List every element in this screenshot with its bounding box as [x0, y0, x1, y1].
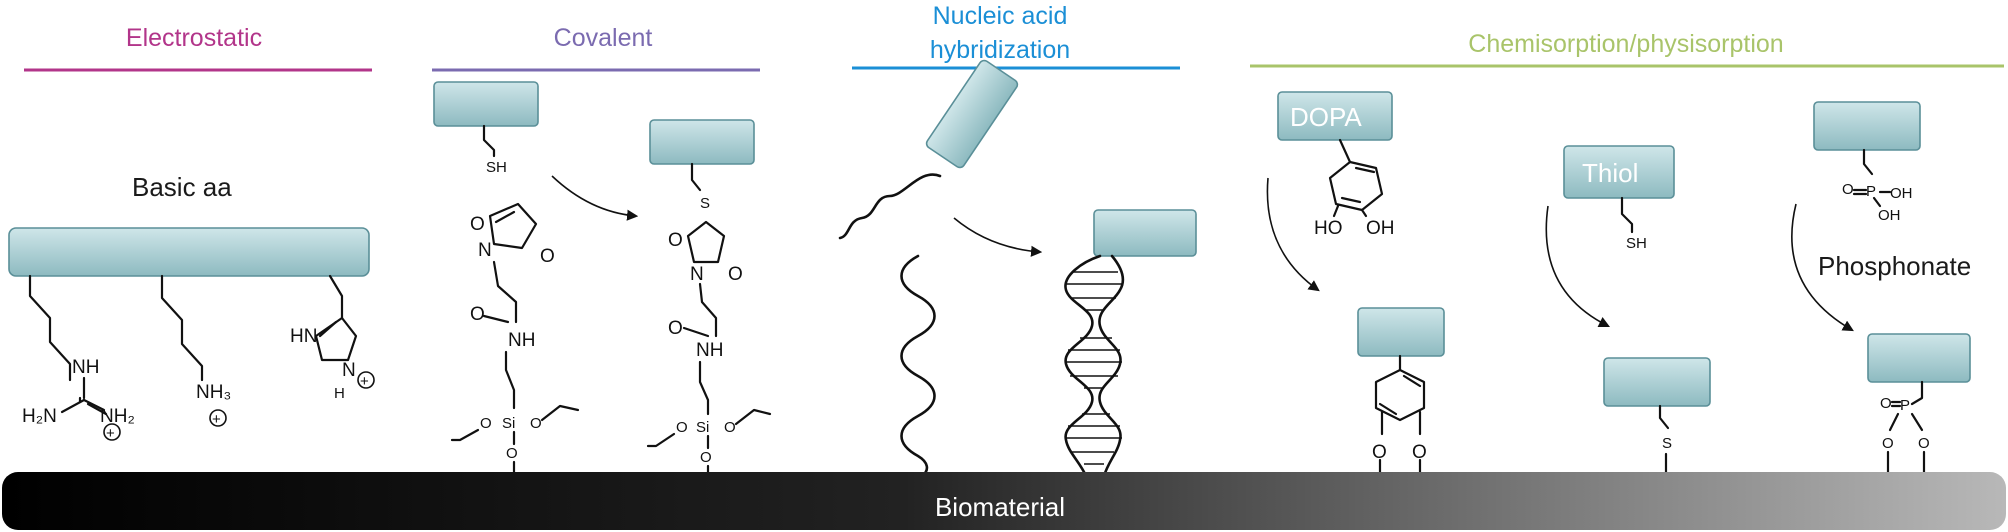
o-label: O: [1882, 435, 1894, 452]
header-nucleic-line1: Nucleic acid: [933, 2, 1068, 30]
maleimide-ring: [488, 202, 538, 250]
chemisorption-panel: DOPA HO OH O O Thiol SH S O: [1266, 91, 1971, 476]
protein-block-large: [8, 227, 370, 277]
thiol-label: Thiol: [1582, 158, 1638, 188]
protein-block: [1867, 333, 1971, 383]
plus-charge: [103, 423, 121, 441]
phosphonate-arrow: [1791, 203, 1854, 332]
biomaterial-slab: [2, 472, 2006, 530]
thiol-block: [1563, 145, 1675, 199]
lysine-chain: [160, 274, 204, 382]
his-hn: HN: [290, 326, 317, 347]
plus-charge: [357, 371, 375, 389]
o-label: O: [728, 264, 743, 285]
protein-block: [1603, 357, 1711, 407]
succinimide-ring: [686, 220, 726, 264]
thioether-linker: [690, 162, 702, 192]
hybridization-arrow: [953, 217, 1043, 257]
biomaterial-label: Biomaterial: [935, 492, 1065, 522]
o-label: O: [1372, 442, 1387, 463]
o-label: O: [700, 449, 712, 466]
thiol-linker: [482, 124, 496, 158]
reaction-arrow: [551, 175, 639, 221]
o-label: O: [1880, 395, 1892, 412]
arginine-chain: [28, 274, 72, 382]
phosphonate-block: [1813, 101, 1921, 151]
protein-block: [1093, 209, 1197, 257]
plus-sign: +: [360, 373, 369, 390]
oh-label: OH: [1366, 218, 1395, 239]
o-label: O: [676, 419, 688, 436]
histidine-chain: [328, 274, 344, 320]
oh-label: OH: [1878, 207, 1901, 224]
o-label: O: [470, 214, 485, 235]
si-label: Si: [696, 419, 709, 436]
p-label: P: [1900, 397, 1910, 414]
header-covalent: Covalent: [554, 24, 653, 52]
covalent-panel: SH O O N O NH O Si O O S O O N O NH O S: [433, 81, 772, 478]
sh-label: SH: [486, 159, 507, 176]
catechol-ring-bound: [1374, 368, 1426, 422]
thiol-arrow: [1545, 205, 1611, 328]
plus-sign: +: [212, 411, 221, 428]
arg-nh2: NH₂: [100, 406, 135, 427]
ssdna-strand: [838, 173, 942, 240]
ssdna-strand-vertical: [900, 254, 936, 478]
o-label: O: [668, 318, 683, 339]
protein-block: [433, 81, 539, 127]
o-label: O: [530, 415, 542, 432]
nh-label: NH: [696, 340, 723, 361]
imidazole-ring: [314, 316, 358, 362]
o-label: O: [480, 415, 492, 432]
nh-label: NH: [508, 330, 535, 351]
dopa-block: [1277, 91, 1393, 141]
o-label: O: [668, 230, 683, 251]
o-label: O: [1412, 442, 1427, 463]
n-label: N: [690, 264, 704, 285]
header-nucleic-line2: hybridization: [930, 36, 1070, 64]
plus-charge: [209, 409, 227, 427]
protein-block: [649, 119, 755, 165]
arg-h2n: H₂N: [22, 406, 57, 427]
sh-label: SH: [1626, 235, 1647, 252]
linker-chain: [698, 282, 718, 338]
catechol-ring: [1328, 160, 1384, 212]
phosphonate-label: Phosphonate: [1818, 251, 1971, 281]
his-h: H: [334, 385, 345, 402]
s-label: S: [1662, 435, 1672, 452]
propyl-chain: [504, 350, 516, 410]
o-label: O: [540, 246, 555, 267]
o-label: O: [1918, 435, 1930, 452]
si-label: Si: [502, 415, 515, 432]
ho-label: HO: [1314, 218, 1343, 239]
p-label: P: [1866, 183, 1876, 200]
protein-block-tilted: [925, 59, 1019, 169]
o-label: O: [1842, 181, 1854, 198]
plus-sign: +: [106, 425, 115, 442]
lys-nh3: NH₃: [196, 382, 231, 403]
o-label: O: [470, 304, 485, 325]
protein-block: [1357, 307, 1445, 357]
dsdna-helix: [1064, 254, 1125, 478]
nucleic-panel: [838, 59, 1197, 478]
header-chemisorption: Chemisorption/physisorption: [1468, 30, 1783, 58]
biomaterial-substrate: Biomaterial: [2, 472, 2006, 530]
dopa-arrow: [1266, 177, 1320, 292]
header-electrostatic: Electrostatic: [126, 24, 262, 52]
basic-aa-label: Basic aa: [132, 172, 232, 202]
propyl-chain: [698, 360, 710, 416]
linker-chain: [492, 260, 518, 324]
electrostatic-panel: Basic aa NH H₂N NH₂ + NH₃ + HN N H +: [8, 172, 375, 442]
arg-nh: NH: [72, 357, 99, 378]
dopa-label: DOPA: [1290, 102, 1362, 132]
s-label: S: [700, 195, 710, 212]
o-label: O: [724, 419, 736, 436]
n-label: N: [478, 240, 492, 261]
section-headers: Electrostatic Covalent Nucleic acid hybr…: [24, 2, 2004, 72]
oh-label: OH: [1890, 185, 1913, 202]
his-n: N: [342, 360, 356, 381]
o-label: O: [506, 445, 518, 462]
